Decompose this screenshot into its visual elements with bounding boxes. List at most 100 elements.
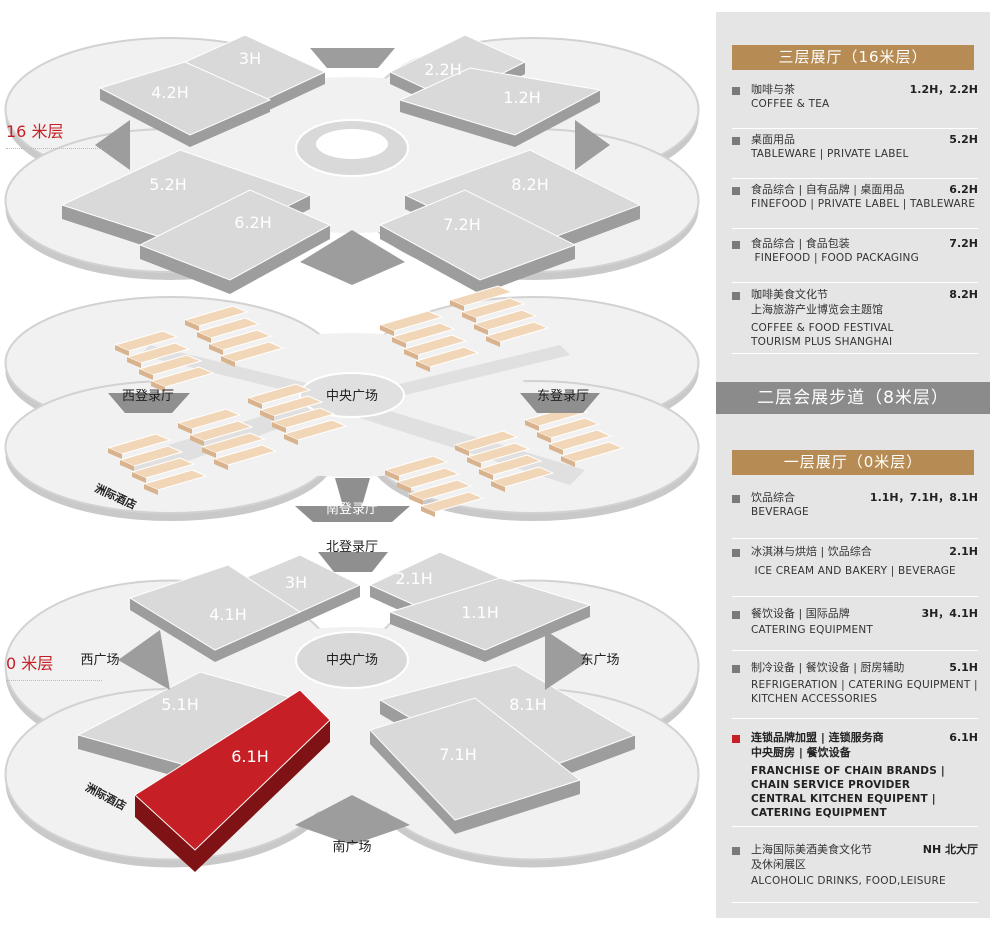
connector-east-16m [575,120,610,170]
booth-ne-side [416,361,430,372]
connector-west-0m [118,630,170,690]
booth-sw-side [132,472,146,483]
label-west-plaza: 西广场 [80,653,119,668]
booth-se-side [467,457,481,468]
booth-se [477,454,543,476]
booth-se [407,479,473,501]
bullet-square-icon [732,735,740,743]
booth-ne-side [462,312,476,323]
floor-label-0m: 0 米层 [6,650,102,681]
hall-side [100,88,190,147]
entry-hall-number: 5.2H [949,133,978,146]
hall-7-2h [378,189,577,294]
booth-ne [414,346,480,368]
booth-nw-side [197,332,211,343]
hall-side [390,612,485,662]
booth-se-side [397,482,411,493]
booth-se-side [491,481,505,492]
entry-hall-number: 6.1H [949,731,978,744]
hall-side [370,730,455,834]
entry-en-label: BEVERAGE [751,506,809,518]
floor-label-16m: 16 米层 [6,118,102,149]
hall-side [230,225,330,294]
hall-label-6-1h: 6.1H [231,747,268,766]
label-south-plaza: 南广场 [332,839,371,855]
entry-hall-number: 3H，4.1H [921,607,978,620]
hall-top [138,189,332,281]
hall-top [398,67,602,136]
hall-label-4-2h: 4.2H [151,83,188,102]
booth-se-side [421,506,435,517]
hall-label-8-2h: 8.2H [511,175,548,194]
entry-hall-number: 8.2H [949,288,978,301]
section-3f-header: 三层展厅（16米层） [732,45,974,70]
label-east-lobby: 东登录厅 [537,389,589,404]
hall-side [380,225,480,294]
ring-16m-inner [316,129,388,159]
booth-sw-side [202,447,216,458]
hall-top [369,697,582,821]
bullet-square-icon [732,549,740,557]
booth-ne-side [474,324,488,335]
entry-en-label: FINEFOOD | PRIVATE LABEL | TABLEWARE [751,198,976,210]
booth-se-side [537,432,551,443]
entry-en-label: COFFEE & TEA [751,98,830,110]
hall-label-5-1h: 5.1H [161,695,198,714]
connector-south-0m [295,795,410,845]
hall-label-1-2h: 1.2H [503,88,540,107]
connector-west-16m [95,120,130,170]
label-west-lobby: 西登录厅 [122,389,174,404]
walkway-ne [375,345,570,400]
bullet-square-icon [732,665,740,673]
booth-ne [460,297,526,319]
booth-se-side [409,494,423,505]
booth-ne [472,309,538,331]
booth-sw-side [272,422,286,433]
hall-label-3h-0m: 3H [285,573,307,592]
hall-side [130,598,215,662]
hall-label-6-2h: 6.2H [234,213,271,232]
bullet-square-icon [732,241,740,249]
booth-ne [448,285,514,307]
booth-ne [402,334,468,356]
booth-ne-side [450,300,464,311]
booth-nw-side [209,344,223,355]
booth-sw [270,407,336,429]
hall-1-1h [388,577,592,662]
hall-side [78,735,185,779]
bullet-square-icon [732,187,740,195]
booth-nw-side [139,369,153,380]
section-1f-header: 一层展厅（0米层） [732,450,974,475]
booth-sw-side [190,435,204,446]
entry-cn-label: 餐饮设备 | 国际品牌 [751,607,850,620]
hall-1-2h [398,67,602,147]
wedge-west-8m [108,393,190,413]
booth-nw-side [221,356,235,367]
hall-side [265,72,325,112]
hall-label-7-2h: 7.2H [443,215,480,234]
booth-sw-side [178,423,192,434]
entry-cn-label: 桌面用品 [751,133,795,146]
wedge-south-stem-8m [335,478,370,506]
booth-ne-side [380,325,394,336]
booth-se-side [549,444,563,455]
bullet-square-icon [732,87,740,95]
hall-4-1h [128,564,302,662]
booth-se [395,467,461,489]
entry-hall-number: 7.2H [949,237,978,250]
entry-en-label: ICE CREAM AND BAKERY | BEVERAGE [751,565,956,577]
entry-en-label: TABLEWARE | PRIVATE LABEL [751,148,909,160]
hall-6-1h-highlight [134,689,331,872]
hall-top [98,61,272,136]
entry-hall-number: 5.1H [949,661,978,674]
wedge-south-8m [295,506,410,522]
booth-ne-side [392,337,406,348]
booth-se-side [479,469,493,480]
